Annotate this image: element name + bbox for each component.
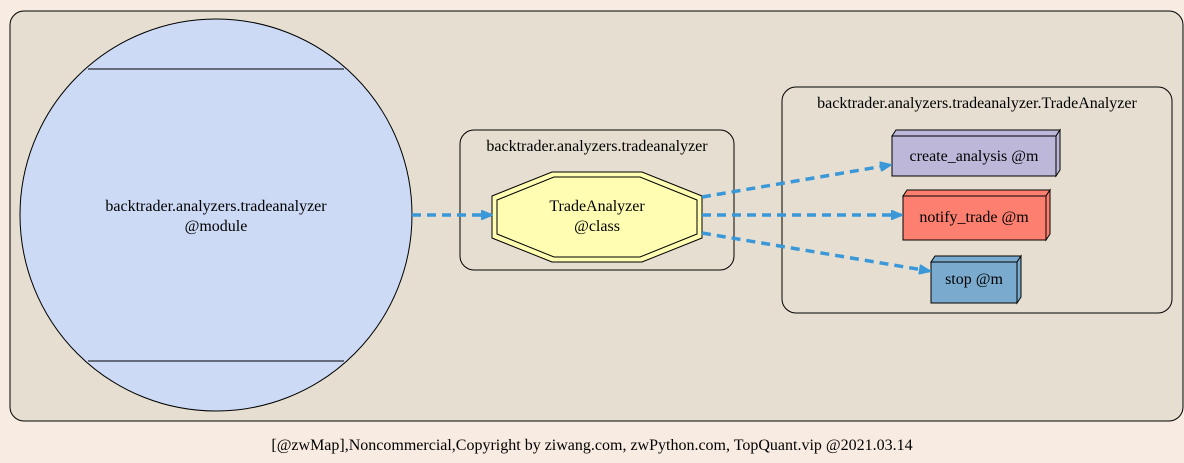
class-octagon-outer bbox=[491, 171, 703, 263]
notify-trade-top-face bbox=[902, 189, 1051, 197]
notify-trade-side-face bbox=[1045, 188, 1051, 242]
methods-cluster-label: backtrader.analyzers.tradeanalyzer.Trade… bbox=[817, 95, 1137, 112]
stop-front-face bbox=[930, 261, 1018, 304]
module-label-line2: @module bbox=[185, 218, 248, 235]
module-circle bbox=[19, 18, 413, 412]
module-node[interactable]: backtrader.analyzers.tradeanalyzer @modu… bbox=[19, 18, 413, 412]
method-node-stop[interactable]: stop @m bbox=[930, 254, 1022, 305]
method-node-create-analysis[interactable]: create_analysis @m bbox=[891, 128, 1061, 178]
create-analysis-label: create_analysis @m bbox=[910, 148, 1039, 165]
methods-cluster-box bbox=[781, 86, 1173, 314]
edge-class-to-create-analysis bbox=[701, 165, 890, 199]
class-label-line1: TradeAnalyzer bbox=[549, 198, 645, 215]
class-node[interactable]: TradeAnalyzer @class bbox=[491, 171, 703, 263]
notify-trade-label: notify_trade @m bbox=[919, 209, 1029, 226]
class-cluster-box bbox=[459, 129, 735, 271]
class-octagon-inner bbox=[496, 176, 698, 258]
class-cluster: backtrader.analyzers.tradeanalyzer bbox=[459, 129, 735, 271]
stop-label: stop @m bbox=[945, 271, 1003, 288]
stop-side-face bbox=[1016, 254, 1022, 305]
methods-cluster: backtrader.analyzers.tradeanalyzer.Trade… bbox=[781, 86, 1173, 314]
notify-trade-front-face bbox=[902, 195, 1047, 241]
create-analysis-top-face bbox=[891, 129, 1061, 137]
module-label-line1: backtrader.analyzers.tradeanalyzer bbox=[105, 198, 327, 215]
edge-class-to-stop bbox=[701, 231, 929, 271]
create-analysis-side-face bbox=[1055, 128, 1061, 178]
class-label-line2: @class bbox=[574, 218, 620, 235]
class-cluster-label: backtrader.analyzers.tradeanalyzer bbox=[486, 138, 708, 155]
footer-copyright: [@zwMap],Noncommercial,Copyright by ziwa… bbox=[271, 437, 912, 454]
method-node-notify-trade[interactable]: notify_trade @m bbox=[902, 188, 1051, 242]
create-analysis-front-face bbox=[891, 135, 1057, 177]
stop-top-face bbox=[930, 255, 1022, 263]
